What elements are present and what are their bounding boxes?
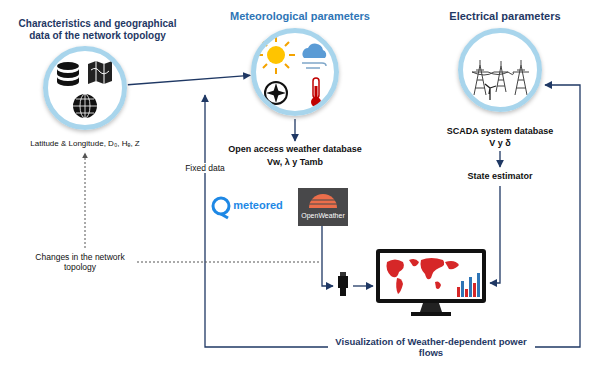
thermometer-icon <box>311 78 321 107</box>
fixed-data-label: Fixed data <box>181 163 229 173</box>
flow-lines <box>205 85 580 347</box>
openweather-logo <box>298 188 348 226</box>
transmission-towers-icon <box>472 60 529 100</box>
database-icon <box>57 62 79 86</box>
cloud-wind-icon <box>302 44 326 68</box>
compass-icon <box>265 82 287 104</box>
openweather-logo-text: OpenWeather <box>298 212 348 220</box>
weather-db-label: Open access weather database <box>210 144 380 155</box>
topology-change-lines <box>85 153 320 262</box>
electrical-circle: Electrical parameters <box>458 28 542 112</box>
state-estimator-label: State estimator <box>445 171 555 182</box>
monitor-node: Visualization of Weather-dependent power… <box>375 248 487 318</box>
topology-circle: Characteristics and geographical data of… <box>43 46 127 130</box>
node-heading: Characteristics and geographical data of… <box>10 18 185 42</box>
sun-icon <box>257 36 295 74</box>
monitor-illustration <box>375 248 487 318</box>
globe-icon <box>73 94 97 118</box>
flow-arrow <box>128 75 250 84</box>
map-icon <box>88 61 112 84</box>
scada-label: SCADA system database <box>425 126 575 137</box>
node-heading: Electrical parameters <box>435 10 575 23</box>
meteored-logo-icon <box>213 198 229 218</box>
coordinates-label: Latitude & Longitude, D₀, Hₑ, Z <box>10 139 160 149</box>
electrical-variables-label: V y δ <box>470 138 530 149</box>
usb-plug-icon <box>338 272 348 296</box>
topology-change-label: Changes in the network topology <box>25 252 135 272</box>
weather-circle: Meteorological parameters <box>251 28 339 116</box>
node-heading: Visualization of Weather-dependent power… <box>331 336 531 359</box>
weather-variables-label: Vw, λ y Tamb <box>240 157 350 168</box>
edge-layer <box>128 75 250 84</box>
node-heading: Meteorological parameters <box>230 10 370 23</box>
meteored-logo-text: meteored <box>227 199 289 212</box>
